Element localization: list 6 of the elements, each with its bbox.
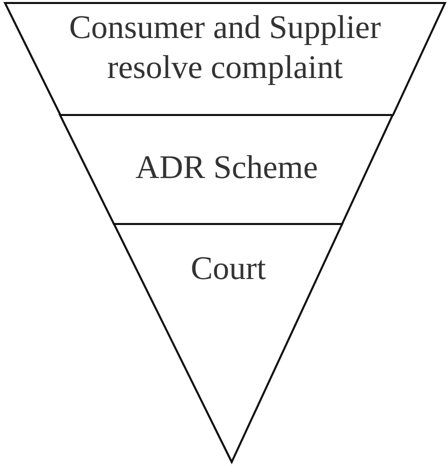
band-label: ADR Scheme xyxy=(134,149,319,188)
pyramid-band xyxy=(58,114,395,225)
band-label: Consumer and Supplier resolve complaint xyxy=(68,9,382,88)
band-label: Court xyxy=(190,250,267,289)
pyramid-band xyxy=(3,2,447,116)
pyramid-tip-band xyxy=(112,223,344,463)
